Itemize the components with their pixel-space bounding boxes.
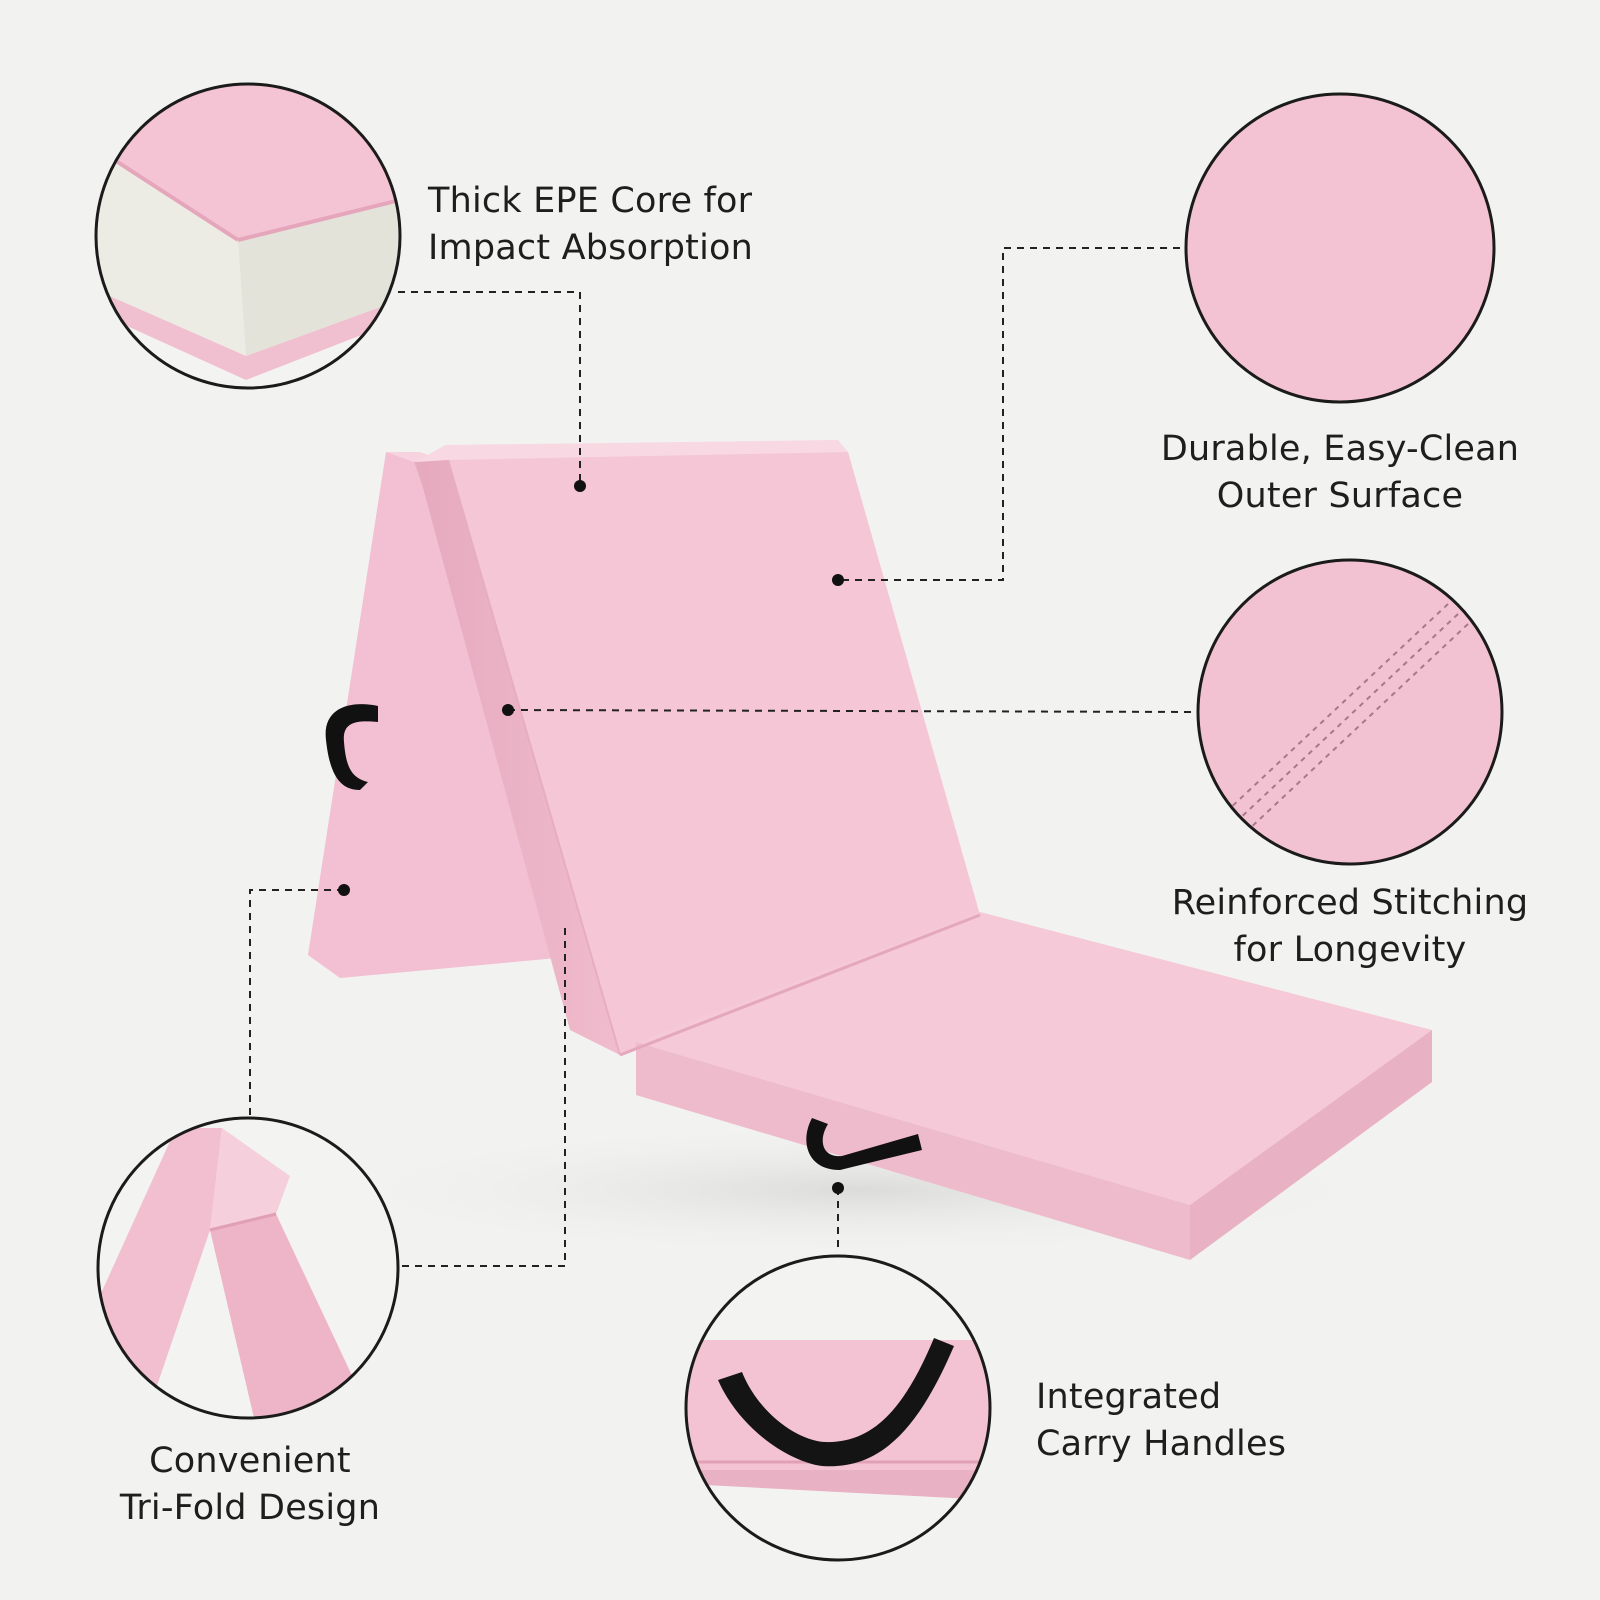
feature-stitching-line2: for Longevity [1233, 930, 1467, 970]
detail-circle-handle [684, 1254, 992, 1562]
feature-label-surface: Durable, Easy-Clean Outer Surface [1130, 426, 1550, 520]
main-mat [308, 440, 1432, 1260]
middle-panel-face [448, 452, 980, 1055]
detail-circle-fold [96, 1116, 400, 1420]
feature-fold-line2: Tri-Fold Design [119, 1488, 381, 1528]
feature-core-line2: Impact Absorption [428, 228, 754, 268]
middle-panel-side [416, 460, 620, 1055]
feature-core-line1: Thick EPE Core for [428, 181, 753, 221]
detail-circle-surface [1184, 92, 1496, 404]
detail-circle-core [94, 82, 402, 390]
feature-label-core: Thick EPE Core for Impact Absorption [428, 178, 753, 272]
feature-surface-line2: Outer Surface [1216, 476, 1464, 516]
back-panel-face [308, 452, 590, 978]
feature-label-handles: Integrated Carry Handles [1036, 1374, 1286, 1468]
feature-surface-line1: Durable, Easy-Clean [1160, 429, 1520, 469]
feature-label-fold: Convenient Tri-Fold Design [60, 1438, 440, 1532]
feature-fold-line1: Convenient [149, 1441, 351, 1481]
feature-handles-line1: Integrated [1036, 1377, 1222, 1417]
feature-stitching-line1: Reinforced Stitching [1171, 883, 1529, 923]
middle-panel-top-edge [416, 440, 848, 462]
callout-connectors [249, 247, 1199, 1267]
floor-panel-right [1190, 1030, 1432, 1260]
detail-circle-stitching [1196, 558, 1504, 866]
feature-label-stitching: Reinforced Stitching for Longevity [1140, 880, 1560, 974]
callout-dots [338, 480, 844, 1194]
feature-handles-line2: Carry Handles [1036, 1424, 1287, 1464]
floor-panel-top [636, 912, 1432, 1205]
side-handle-icon [325, 704, 378, 790]
front-handle-icon [806, 1118, 922, 1170]
